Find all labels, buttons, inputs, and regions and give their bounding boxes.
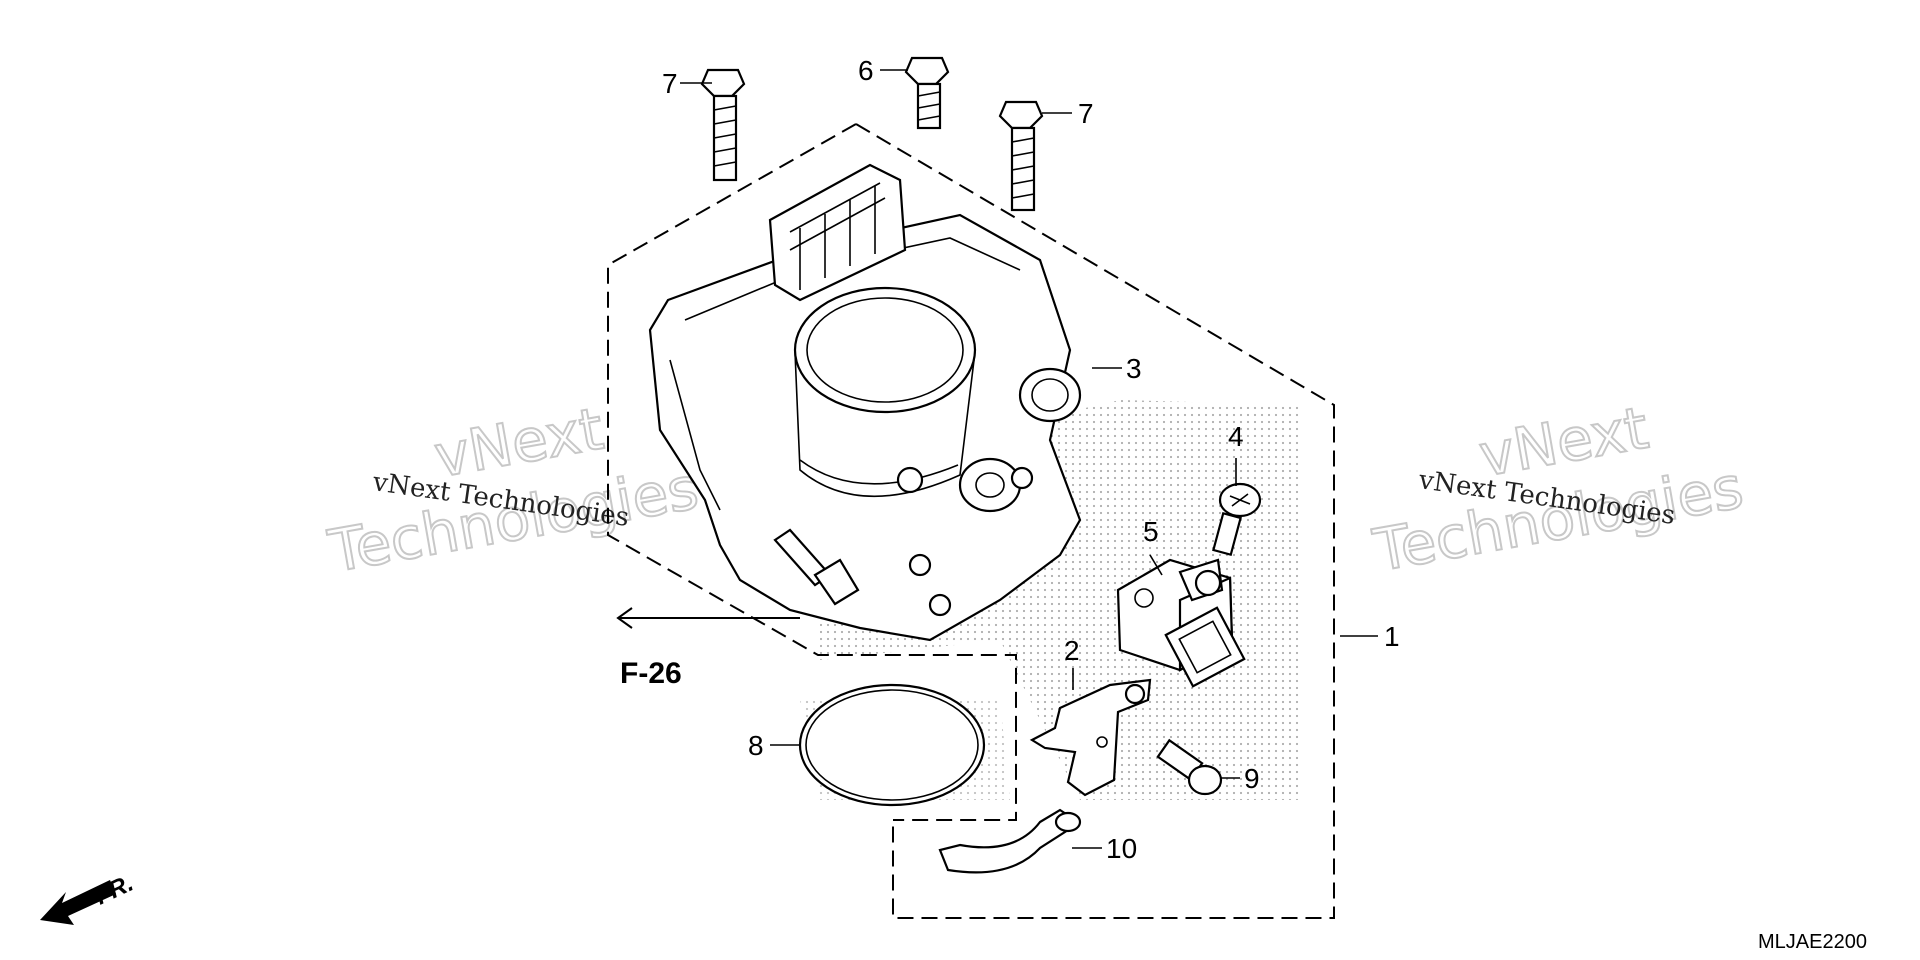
- diagram-code: MLJAE2200: [1758, 931, 1867, 953]
- front-direction-arrow: [40, 880, 116, 925]
- watermark-left: vNext Technologies: [322, 393, 704, 586]
- throttle-body: [648, 163, 1082, 642]
- bolt-7-left: [700, 68, 746, 182]
- callout-10: 10: [1106, 833, 1137, 864]
- reference-label: F-26: [620, 657, 682, 690]
- sensor-unit: [1116, 558, 1246, 688]
- front-label: FR.: [91, 870, 137, 911]
- bolt-9: [1156, 738, 1223, 796]
- hose: [938, 808, 1082, 874]
- callout-3: 3: [1126, 353, 1142, 384]
- bolt-7-right: [998, 100, 1044, 212]
- bracket: [1029, 678, 1152, 797]
- callout-4: 4: [1228, 421, 1244, 452]
- callout-8: 8: [748, 730, 764, 761]
- callout-9: 9: [1244, 763, 1260, 794]
- reference-arrow: [616, 607, 800, 629]
- callout-7-right: 7: [1078, 98, 1094, 129]
- assembly-outline: [607, 123, 1335, 919]
- callout-5: 5: [1143, 516, 1159, 547]
- o-ring: [798, 683, 986, 807]
- callout-2: 2: [1064, 635, 1080, 666]
- screw-4: [1212, 482, 1262, 557]
- bolt-6: [904, 56, 950, 130]
- watermark-right: vNext Technologies: [1367, 393, 1749, 586]
- callout-6: 6: [858, 55, 874, 86]
- callout-1: 1: [1384, 621, 1400, 652]
- callout-7-left: 7: [662, 68, 678, 99]
- leader-lines: [680, 69, 1378, 849]
